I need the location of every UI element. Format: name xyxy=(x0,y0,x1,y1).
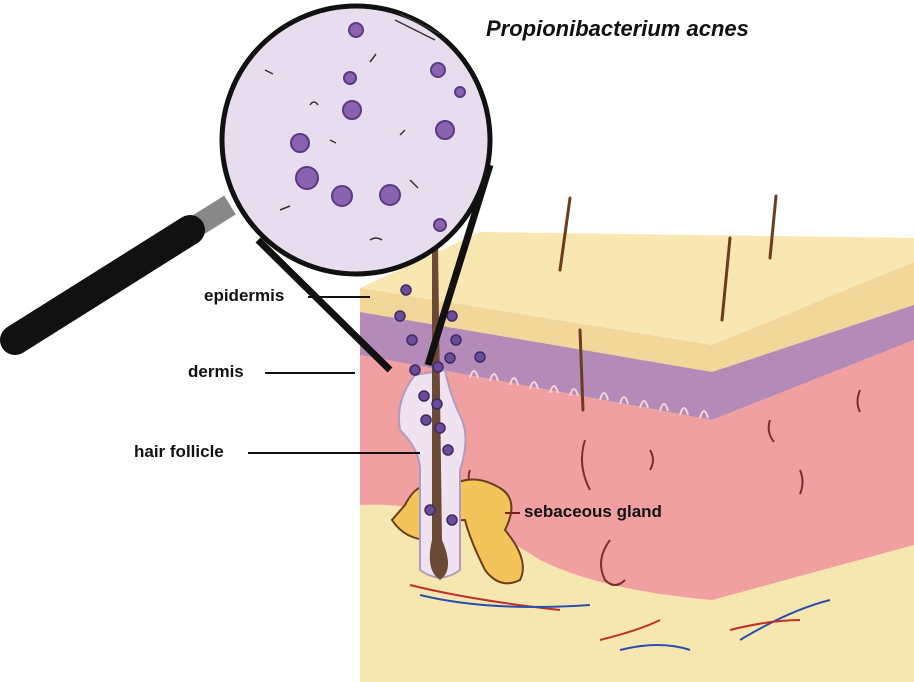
magnifier-lens xyxy=(219,3,493,277)
label-hair-follicle: hair follicle xyxy=(134,442,224,461)
skin-front-face xyxy=(360,288,712,682)
label-sebaceous-gland: sebaceous gland xyxy=(524,502,662,521)
skin-top-surface xyxy=(360,232,914,345)
magnifier-handle xyxy=(0,195,236,355)
diagram-title: Propionibacterium acnes xyxy=(486,16,749,41)
magnifier-zoom-lines xyxy=(255,163,494,373)
blood-vessels xyxy=(409,584,831,651)
skin-right-face xyxy=(712,262,914,682)
hairs xyxy=(558,194,778,412)
bacteria xyxy=(394,284,486,526)
hair-shaft xyxy=(429,245,449,580)
label-epidermis: epidermis xyxy=(204,286,285,305)
label-dermis: dermis xyxy=(188,362,244,381)
dermal-papillae xyxy=(469,370,709,419)
